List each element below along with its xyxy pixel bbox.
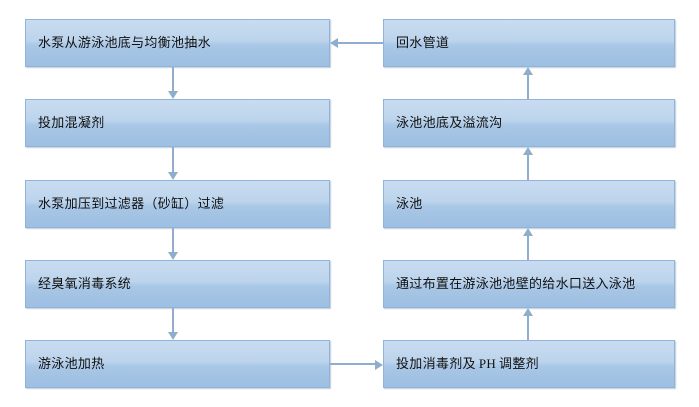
connector-left-3-to-4-line [172, 228, 174, 252]
node-return-pipe-label: 回水管道 [396, 35, 450, 51]
connector-right-5-to-4-arrowhead [523, 308, 533, 316]
connector-right-3-to-2-line [527, 155, 529, 180]
connector-left-4-to-5-arrowhead [168, 332, 178, 340]
node-disinfect-ph-label-post: 调整剂 [499, 356, 539, 372]
connector-right-2-to-1-line [527, 75, 529, 99]
connector-left-3-to-4-arrowhead [168, 252, 178, 260]
connector-left-2-to-3-line [172, 147, 174, 172]
node-pump-intake-label: 水泵从游泳池底与均衡池抽水 [38, 35, 211, 51]
connector-right-2-to-1-arrowhead [523, 67, 533, 75]
connector-left-4-to-5-line [172, 308, 174, 332]
node-pool-heating[interactable]: 游泳池加热 [25, 340, 330, 388]
node-pool-bottom[interactable]: 泳池池底及溢流沟 [383, 99, 675, 147]
node-ozone[interactable]: 经臭氧消毒系统 [25, 260, 330, 308]
node-pool-bottom-label: 泳池池底及溢流沟 [396, 115, 503, 131]
connector-left-2-to-3-arrowhead [168, 172, 178, 180]
node-sand-filter[interactable]: 水泵加压到过滤器（砂缸）过滤 [25, 180, 330, 228]
connector-bottom-cross-arrowhead [375, 360, 383, 370]
connector-right-5-to-4-line [527, 316, 529, 340]
node-sand-filter-label: 水泵加压到过滤器（砂缸）过滤 [38, 196, 225, 212]
connector-left-1-to-2-arrowhead [168, 91, 178, 99]
connector-right-4-to-3-arrowhead [523, 228, 533, 236]
node-coagulant-label: 投加混凝剂 [38, 115, 105, 131]
connector-right-4-to-3-line [527, 236, 529, 260]
node-inlet-label: 通过布置在游泳池池壁的给水口送入泳池 [396, 276, 636, 292]
node-pool-heating-label: 游泳池加热 [38, 356, 105, 372]
connector-right-3-to-2-arrowhead [523, 147, 533, 155]
node-return-pipe[interactable]: 回水管道 [383, 19, 675, 67]
connector-top-cross-arrowhead [330, 38, 338, 48]
node-pump-intake[interactable]: 水泵从游泳池底与均衡池抽水 [25, 19, 330, 67]
node-disinfect-ph-label-ph: PH [478, 356, 497, 372]
node-pool[interactable]: 泳池 [383, 180, 675, 228]
node-ozone-label: 经臭氧消毒系统 [38, 276, 132, 292]
node-pool-label: 泳池 [396, 196, 423, 212]
connector-bottom-cross-line [330, 363, 375, 365]
node-coagulant[interactable]: 投加混凝剂 [25, 99, 330, 147]
node-disinfect-ph-label-pre: 投加消毒剂及 [396, 356, 476, 372]
connector-top-cross-line [338, 42, 383, 44]
node-inlet[interactable]: 通过布置在游泳池池壁的给水口送入泳池 [383, 260, 675, 308]
connector-left-1-to-2-line [172, 67, 174, 91]
